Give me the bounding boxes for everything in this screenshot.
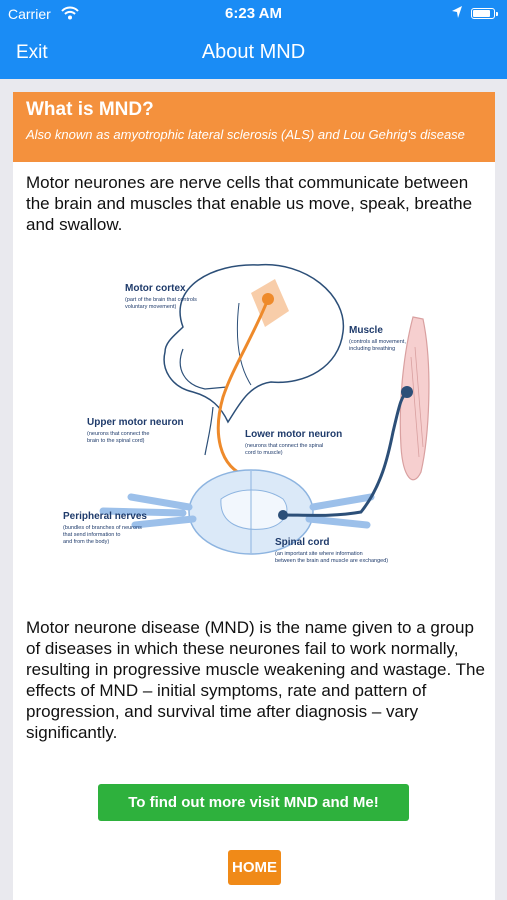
peripheral-nerves-desc-1: (bundles of branches of neurons bbox=[63, 525, 142, 531]
location-arrow-icon bbox=[451, 5, 463, 22]
upper-motor-neuron-desc-1: (neurons that connect the bbox=[87, 431, 149, 437]
section-header: What is MND? Also known as amyotrophic l… bbox=[13, 92, 495, 162]
lower-motor-neuron-title: Lower motor neuron bbox=[245, 429, 342, 440]
status-bar: Carrier 6:23 AM bbox=[0, 0, 507, 30]
muscle-title: Muscle bbox=[349, 325, 383, 336]
peripheral-nerves-desc-2: that send information to bbox=[63, 532, 120, 538]
home-button[interactable]: HOME bbox=[228, 850, 281, 885]
section-title: What is MND? bbox=[26, 99, 154, 120]
motor-cortex-desc-1: (part of the brain that controls bbox=[125, 297, 197, 303]
label-spinal-cord: Spinal cord (an important site where inf… bbox=[275, 537, 388, 564]
peripheral-nerves-desc-3: and from the body) bbox=[63, 539, 109, 545]
label-motor-cortex: Motor cortex (part of the brain that con… bbox=[125, 283, 197, 310]
nav-bar: Carrier 6:23 AM Exit About MND bbox=[0, 0, 507, 79]
carrier-label: Carrier bbox=[8, 6, 51, 22]
muscle-desc-1: (controls all movement, bbox=[349, 339, 406, 345]
upper-motor-neuron-title: Upper motor neuron bbox=[87, 417, 184, 428]
spinal-cord-illustration bbox=[99, 469, 375, 555]
label-muscle: Muscle (controls all movement, including… bbox=[349, 325, 406, 352]
lower-motor-neuron-path bbox=[278, 386, 413, 520]
muscle-illustration bbox=[399, 316, 430, 481]
motor-cortex-desc-2: voluntary movement) bbox=[125, 304, 177, 310]
spinal-cord-desc-1: (an important site where information bbox=[275, 551, 363, 557]
page-title: About MND bbox=[201, 41, 306, 63]
upper-motor-neuron-desc-2: brain to the spinal cord) bbox=[87, 438, 145, 444]
mnd-and-me-button[interactable]: To find out more visit MND and Me! bbox=[98, 784, 409, 821]
battery-icon bbox=[471, 8, 498, 19]
spinal-cord-title: Spinal cord bbox=[275, 537, 329, 548]
motor-cortex-title: Motor cortex bbox=[125, 283, 186, 294]
content-card: What is MND? Also known as amyotrophic l… bbox=[13, 92, 495, 900]
label-peripheral-nerves: Peripheral nerves (bundles of branches o… bbox=[63, 511, 147, 545]
spinal-cord-desc-2: between the brain and muscle are exchang… bbox=[275, 558, 388, 564]
brain-illustration bbox=[163, 264, 345, 456]
lower-motor-neuron-desc-1: (neurons that connect the spinal bbox=[245, 443, 323, 449]
lower-motor-neuron-desc-2: cord to muscle) bbox=[245, 450, 283, 456]
wifi-icon bbox=[61, 6, 79, 23]
peripheral-nerves-title: Peripheral nerves bbox=[63, 511, 147, 522]
motor-neuron-diagram: Motor cortex (part of the brain that con… bbox=[63, 264, 430, 564]
muscle-desc-2: including breathing bbox=[349, 346, 395, 352]
intro-text: Motor neurones are nerve cells that comm… bbox=[26, 173, 473, 234]
label-upper-motor-neuron: Upper motor neuron (neurons that connect… bbox=[87, 417, 184, 444]
section-subtitle: Also known as amyotrophic lateral sclero… bbox=[26, 127, 465, 142]
label-lower-motor-neuron: Lower motor neuron (neurons that connect… bbox=[245, 429, 342, 456]
exit-button[interactable]: Exit bbox=[16, 42, 48, 63]
mnd-description: Motor neurone disease (MND) is the name … bbox=[26, 618, 485, 742]
clock: 6:23 AM bbox=[225, 5, 282, 22]
